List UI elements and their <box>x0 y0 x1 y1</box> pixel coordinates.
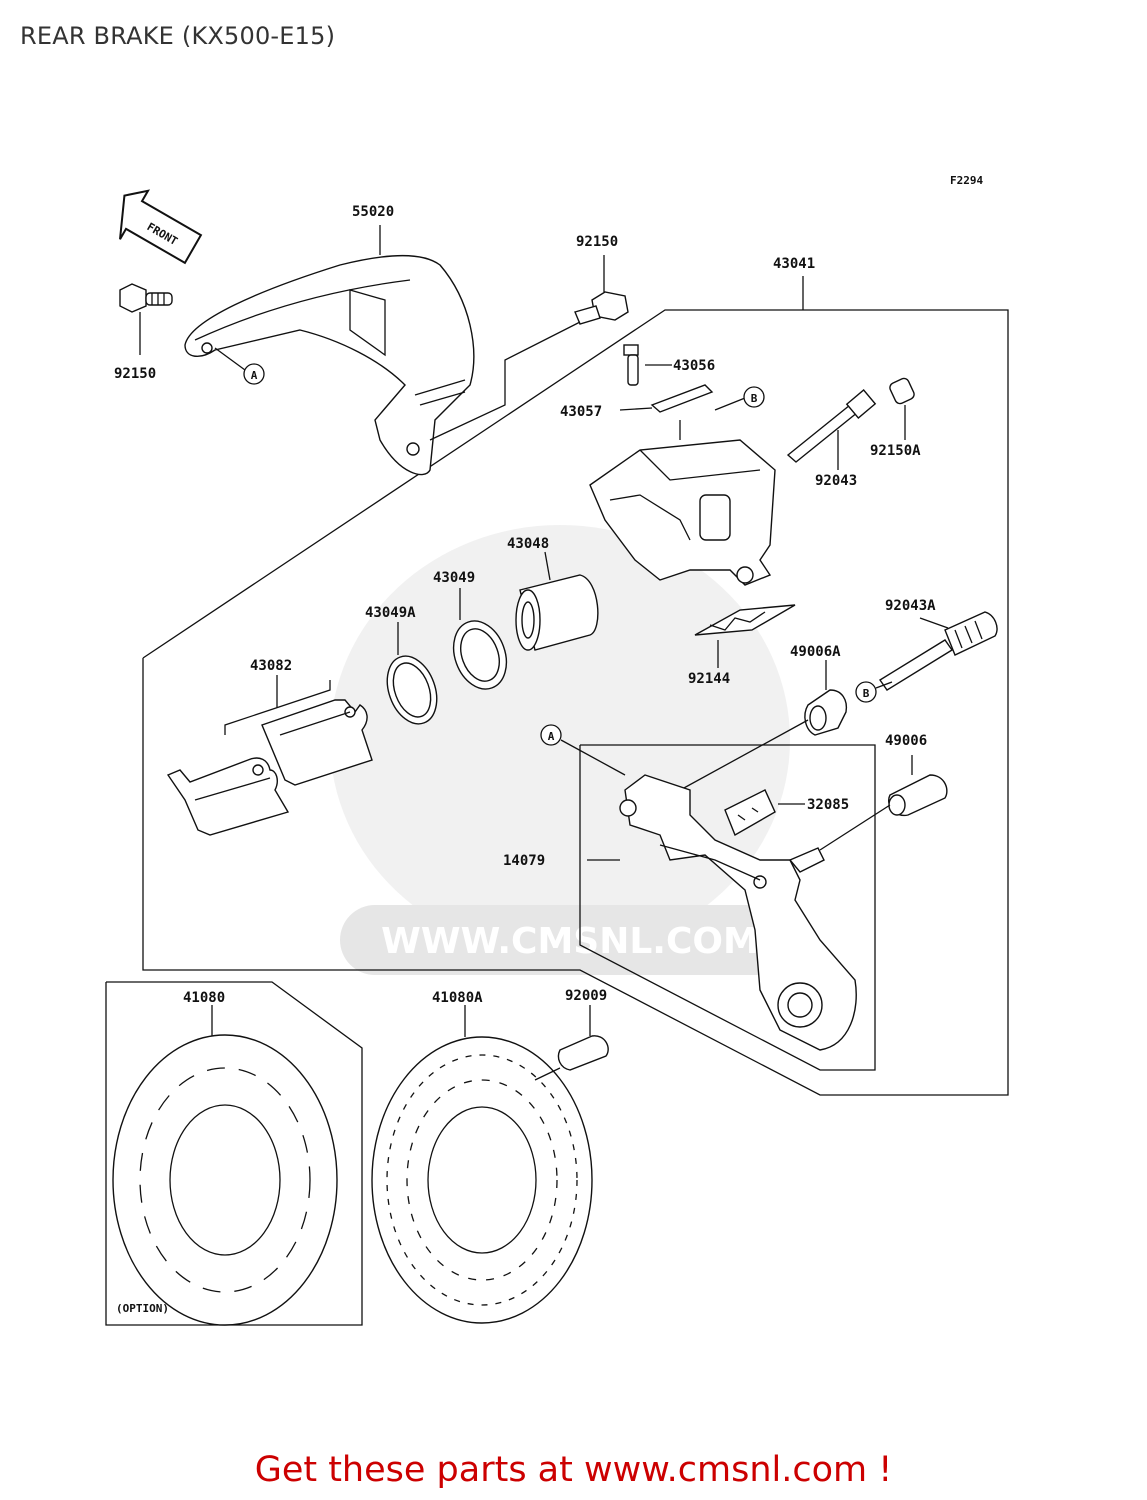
part-label-49006a: 49006A <box>790 644 841 660</box>
brake-disc-41080 <box>112 1005 338 1326</box>
svg-text:A: A <box>251 369 258 382</box>
svg-text:A: A <box>548 730 555 743</box>
footer-link[interactable]: Get these parts at www.cmsnl.com ! <box>254 1450 893 1490</box>
caliper-guard-55020 <box>184 225 475 476</box>
svg-text:B: B <box>751 392 758 405</box>
part-label-43048: 43048 <box>507 536 549 552</box>
shim-32085 <box>724 789 805 837</box>
part-label-55020: 55020 <box>352 204 394 220</box>
bolt-92150-left <box>119 283 173 355</box>
seal-43049 <box>452 588 508 690</box>
part-label-43082: 43082 <box>250 658 292 674</box>
svg-text:B: B <box>863 687 870 700</box>
part-label-14079: 14079 <box>503 853 545 869</box>
part-label-92043a: 92043A <box>885 598 936 614</box>
brake-pads-43082 <box>166 675 373 836</box>
assembly-outline <box>142 309 1009 1096</box>
part-label-43041: 43041 <box>773 256 815 272</box>
cap-43057 <box>619 384 746 413</box>
sleeve-49006 <box>819 755 948 851</box>
part-label-43056: 43056 <box>673 358 715 374</box>
brake-disc-41080a <box>371 1005 593 1324</box>
part-label-41080a: 41080A <box>432 990 483 1006</box>
part-label-92043: 92043 <box>815 473 857 489</box>
caliper-body <box>589 420 776 586</box>
figure-code: F2294 <box>950 174 983 187</box>
bracket-group-outline <box>579 744 876 1071</box>
bolt-92150-top <box>429 255 629 441</box>
part-label-92144: 92144 <box>688 671 730 687</box>
part-label-43049a: 43049A <box>365 605 416 621</box>
spring-92144 <box>694 604 796 668</box>
boot-49006a <box>804 660 848 736</box>
plug-92150a <box>889 377 915 440</box>
ref-marker-a-top: A <box>243 363 265 385</box>
ref-marker-a-mid: A <box>540 724 562 746</box>
pin-92043 <box>786 389 877 470</box>
part-label-32085: 32085 <box>807 797 849 813</box>
parts-diagram: WWW.CMSNL.COM FRONT F2294 92150 55020 A <box>105 174 1009 1326</box>
seal-43049a <box>386 622 438 725</box>
watermark-text: WWW.CMSNL.COM <box>381 921 759 962</box>
part-label-92150-top: 92150 <box>576 234 618 250</box>
part-label-43057: 43057 <box>560 404 602 420</box>
pin-92043a <box>879 611 998 691</box>
part-label-92150a: 92150A <box>870 443 921 459</box>
part-label-92009: 92009 <box>565 988 607 1004</box>
bolt-92009 <box>534 1005 609 1081</box>
part-label-41080: 41080 <box>183 990 225 1006</box>
option-box <box>105 981 363 1326</box>
ref-marker-b-mid: B <box>855 681 877 703</box>
ref-marker-b-top: B <box>743 386 765 408</box>
bleeder-43056 <box>623 344 672 386</box>
part-label-49006: 49006 <box>885 733 927 749</box>
piston-43048 <box>515 551 599 651</box>
part-label-92150-left: 92150 <box>114 366 156 382</box>
caliper-bracket-14079 <box>587 774 857 1051</box>
page-title: REAR BRAKE (KX500-E15) <box>20 22 336 50</box>
part-label-43049: 43049 <box>433 570 475 586</box>
front-arrow-icon: FRONT <box>119 189 203 265</box>
option-label: (OPTION) <box>116 1302 169 1315</box>
